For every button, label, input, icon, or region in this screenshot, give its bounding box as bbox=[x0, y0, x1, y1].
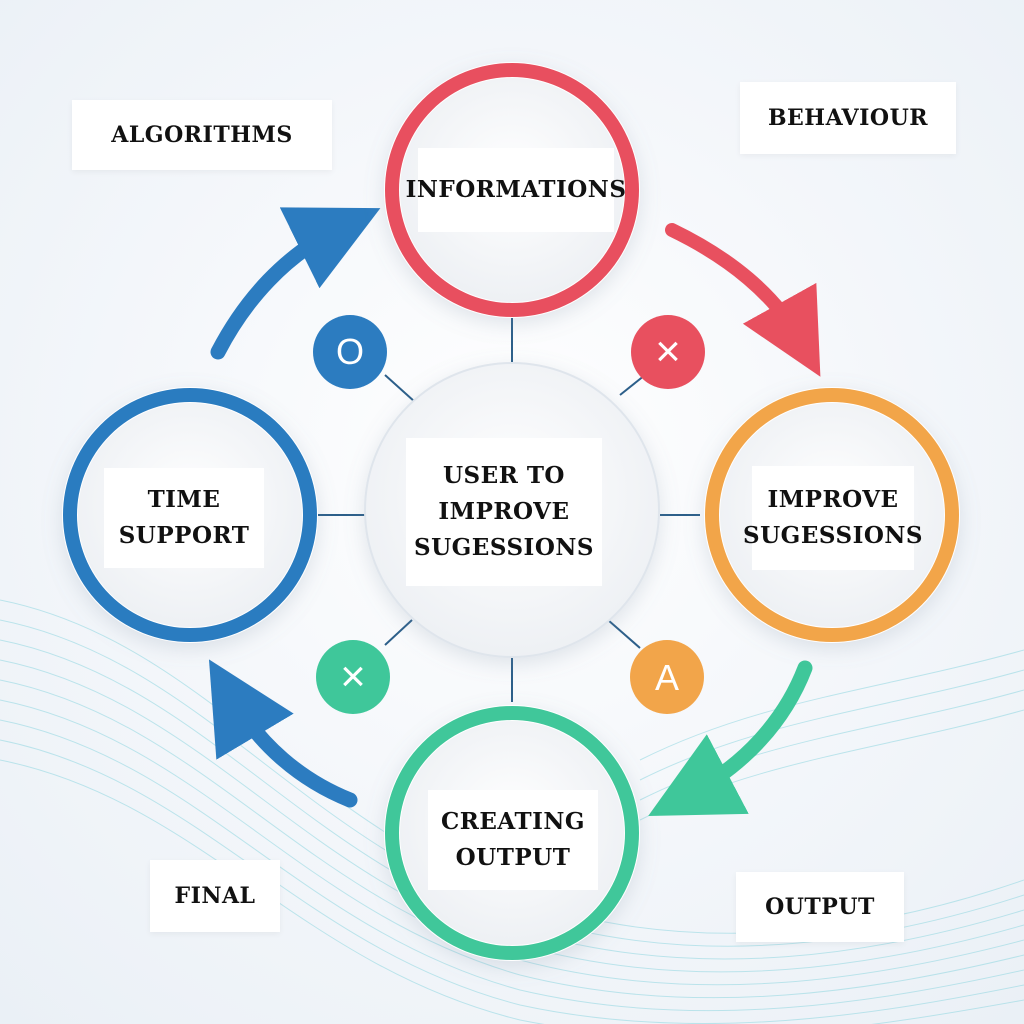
curved-arrow-icon bbox=[648, 660, 813, 816]
node-bottom-label: CREATING OUTPUT bbox=[428, 790, 598, 890]
badge-top-right: × bbox=[631, 315, 705, 389]
badge-bottom-right: A bbox=[630, 640, 704, 714]
badge-bottom-left: × bbox=[316, 640, 390, 714]
svg-text:×: × bbox=[340, 652, 366, 701]
curved-arrow-icon bbox=[208, 659, 358, 808]
node-left-label: TIME SUPPORT bbox=[104, 468, 264, 568]
curved-arrow-icon bbox=[665, 223, 821, 377]
center-label: USER TO IMPROVE SUGESSIONS bbox=[406, 438, 602, 586]
node-top-label: INFORMATIONS bbox=[406, 148, 626, 232]
curved-arrow-icon bbox=[210, 207, 381, 360]
corner-label-top-right: BEHAVIOUR bbox=[740, 82, 956, 154]
node-right-label: IMPROVE SUGESSIONS bbox=[743, 466, 923, 570]
badge-top-left: O bbox=[313, 315, 387, 389]
corner-label-top-left: ALGORITHMS bbox=[72, 100, 332, 170]
svg-text:A: A bbox=[655, 657, 679, 698]
corner-label-bottom-left: FINAL bbox=[150, 860, 280, 932]
corner-label-bottom-right: OUTPUT bbox=[736, 872, 904, 942]
svg-text:×: × bbox=[655, 327, 681, 376]
connector-lines bbox=[318, 318, 700, 702]
svg-text:O: O bbox=[336, 331, 364, 372]
